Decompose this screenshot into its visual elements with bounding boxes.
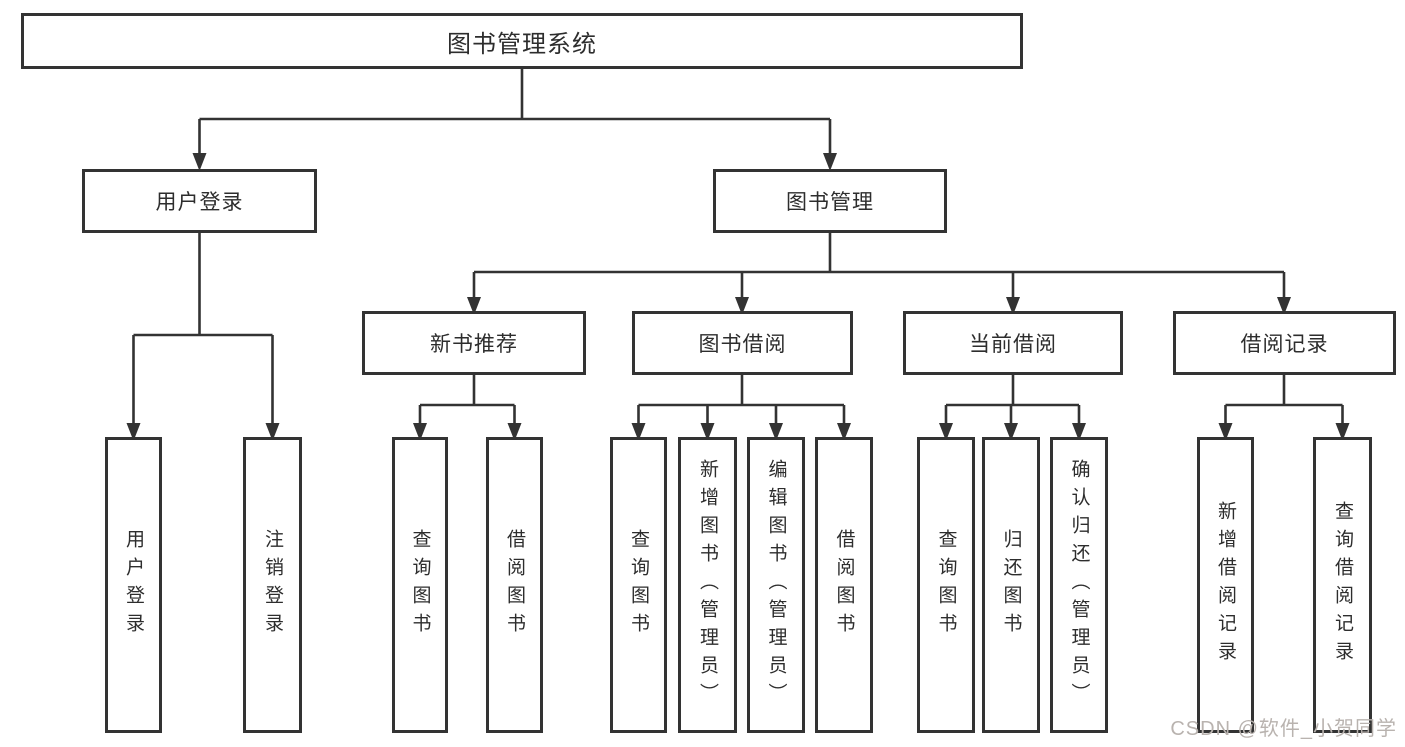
node-current-borrowing: 当前借阅: [903, 311, 1123, 375]
leaf-label: 查询借阅记录: [1332, 501, 1353, 669]
leaf-label: 查询图书: [935, 529, 957, 641]
node-label: 新书推荐: [430, 333, 518, 356]
leaf-label: 新增借阅记录: [1215, 501, 1236, 669]
leaf-label: 确认归还（管理员）: [1068, 459, 1090, 711]
node-label: 图书管理: [786, 191, 874, 214]
tree-edges: [132, 69, 1344, 424]
leaf-query-borrow-record: 查询借阅记录: [1313, 437, 1372, 733]
leaf-label: 归还图书: [1000, 529, 1022, 641]
node-label: 用户登录: [155, 191, 244, 214]
node-book-management: 图书管理: [713, 169, 947, 233]
leaf-label: 用户登录: [123, 529, 144, 641]
leaf-label: 编辑图书（管理员）: [765, 459, 787, 711]
leaf-label: 借阅图书: [504, 529, 525, 641]
node-label: 借阅记录: [1240, 333, 1329, 356]
watermark: CSDN @软件_小贺同学: [1170, 718, 1397, 740]
leaf-add-borrow-record: 新增借阅记录: [1197, 437, 1254, 733]
leaf-label: 借阅图书: [833, 529, 855, 641]
node-user-login: 用户登录: [82, 169, 317, 233]
leaf-add-book-admin: 新增图书（管理员）: [678, 437, 737, 733]
leaf-label: 查询图书: [409, 529, 431, 641]
node-label: 图书借阅: [698, 333, 787, 356]
leaf-query-books-borrowing: 查询图书: [610, 437, 667, 733]
leaf-query-books-current: 查询图书: [917, 437, 975, 733]
leaf-confirm-return-admin: 确认归还（管理员）: [1050, 437, 1108, 733]
leaf-user-login: 用户登录: [105, 437, 162, 733]
leaf-borrow-books-recommend: 借阅图书: [486, 437, 543, 733]
leaf-edit-book-admin: 编辑图书（管理员）: [747, 437, 805, 733]
leaf-label: 注销登录: [262, 529, 283, 641]
leaf-label: 查询图书: [628, 529, 649, 641]
node-book-borrowing: 图书借阅: [632, 311, 853, 375]
leaf-logout: 注销登录: [243, 437, 302, 733]
node-label: 图书管理系统: [447, 30, 597, 58]
node-library-management-system: 图书管理系统: [21, 13, 1023, 69]
leaf-borrow-books-borrowing: 借阅图书: [815, 437, 873, 733]
node-new-book-recommendation: 新书推荐: [362, 311, 586, 375]
node-label: 当前借阅: [969, 333, 1057, 356]
leaf-query-books-recommend: 查询图书: [392, 437, 448, 733]
leaf-label: 新增图书（管理员）: [697, 459, 718, 711]
arrowheads: [126, 153, 1350, 441]
node-borrowing-records: 借阅记录: [1173, 311, 1396, 375]
leaf-return-books: 归还图书: [982, 437, 1040, 733]
